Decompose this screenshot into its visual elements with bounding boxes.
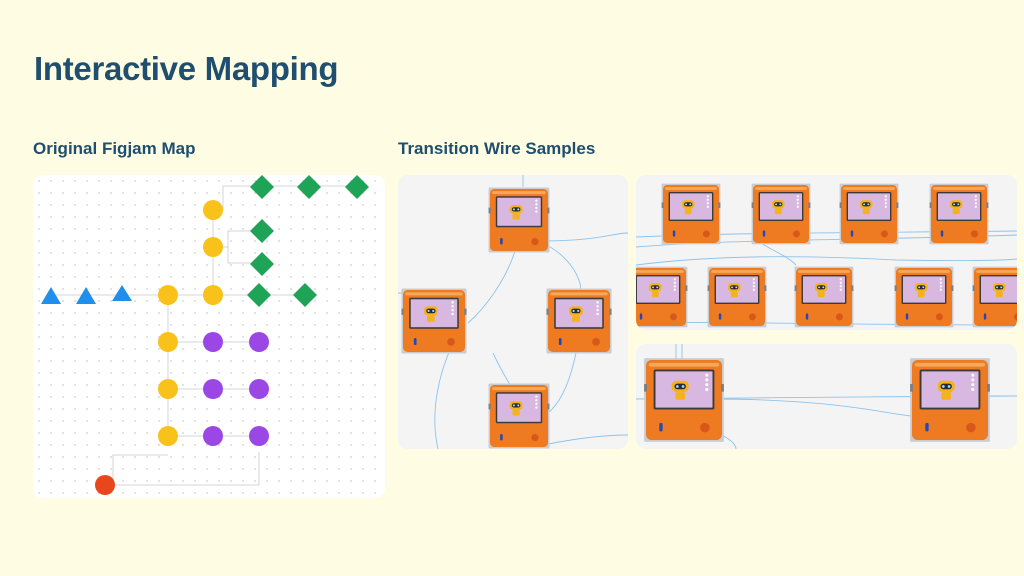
flow-node [203, 332, 223, 352]
robot-character [509, 401, 523, 416]
device-nodes [401, 187, 612, 449]
flow-node [249, 332, 269, 352]
decision-node [250, 219, 274, 243]
robot-character [671, 380, 689, 400]
decision-node [293, 283, 317, 307]
device-screen-thumbnail [972, 266, 1017, 328]
decision-node [297, 175, 321, 199]
decision-node [247, 283, 271, 307]
robot-character [727, 283, 741, 298]
device-screen-thumbnail [644, 358, 724, 442]
flow-node [203, 237, 223, 257]
blue-triangles [41, 285, 132, 304]
device-screen-thumbnail [839, 183, 899, 245]
flow-node [112, 285, 132, 301]
flow-node [158, 285, 178, 305]
device-nodes [644, 358, 990, 442]
device-screen-thumbnail [488, 383, 550, 449]
robot-character [814, 283, 828, 298]
device-screen-thumbnail [707, 266, 767, 328]
decision-node [250, 175, 274, 199]
device-screen-thumbnail [929, 183, 989, 245]
robot-character [949, 200, 963, 215]
transition-sample-3 [636, 344, 1017, 449]
robot-character [509, 205, 523, 220]
start-node [41, 287, 61, 304]
flow-node [203, 200, 223, 220]
device-screen-thumbnail [661, 183, 721, 245]
wire-canvas-3 [636, 344, 1017, 449]
transition-sample-1 [398, 175, 628, 449]
device-nodes [636, 183, 1017, 328]
robot-character [859, 200, 873, 215]
robot-character [568, 306, 583, 322]
yellow-nodes [158, 200, 223, 446]
device-screen-thumbnail [546, 288, 612, 354]
figjam-flow-diagram [41, 175, 369, 495]
device-screen-thumbnail [401, 288, 467, 354]
device-screen-thumbnail [751, 183, 811, 245]
figjam-map [33, 175, 385, 498]
flow-node [158, 332, 178, 352]
flow-node [203, 379, 223, 399]
decision-node [250, 252, 274, 276]
wire-canvas-2 [636, 183, 1017, 328]
flow-node [249, 426, 269, 446]
transition-sample-2 [636, 175, 1017, 330]
device-screen-thumbnail [894, 266, 954, 328]
device-screen-thumbnail [636, 266, 688, 328]
robot-character [937, 380, 955, 400]
robot-character [681, 200, 695, 215]
robot-character [423, 306, 438, 322]
device-screen-thumbnail [794, 266, 854, 328]
page-title: Interactive Mapping [34, 50, 339, 87]
wire-canvas-1 [398, 175, 628, 449]
transition-heading: Transition Wire Samples [398, 139, 596, 158]
purple-nodes [203, 332, 269, 446]
device-screen-thumbnail [910, 358, 990, 442]
flow-node [158, 379, 178, 399]
flow-node [76, 287, 96, 304]
flow-node [203, 285, 223, 305]
robot-character [914, 283, 928, 298]
green-diamonds [247, 175, 369, 307]
flow-node [203, 426, 223, 446]
end-node [95, 475, 115, 495]
robot-character [648, 283, 662, 298]
robot-character [992, 283, 1006, 298]
robot-character [771, 200, 785, 215]
device-screen-thumbnail [488, 187, 550, 253]
decision-node [345, 175, 369, 199]
figjam-heading: Original Figjam Map [33, 139, 196, 158]
flow-node [158, 426, 178, 446]
flow-node [249, 379, 269, 399]
